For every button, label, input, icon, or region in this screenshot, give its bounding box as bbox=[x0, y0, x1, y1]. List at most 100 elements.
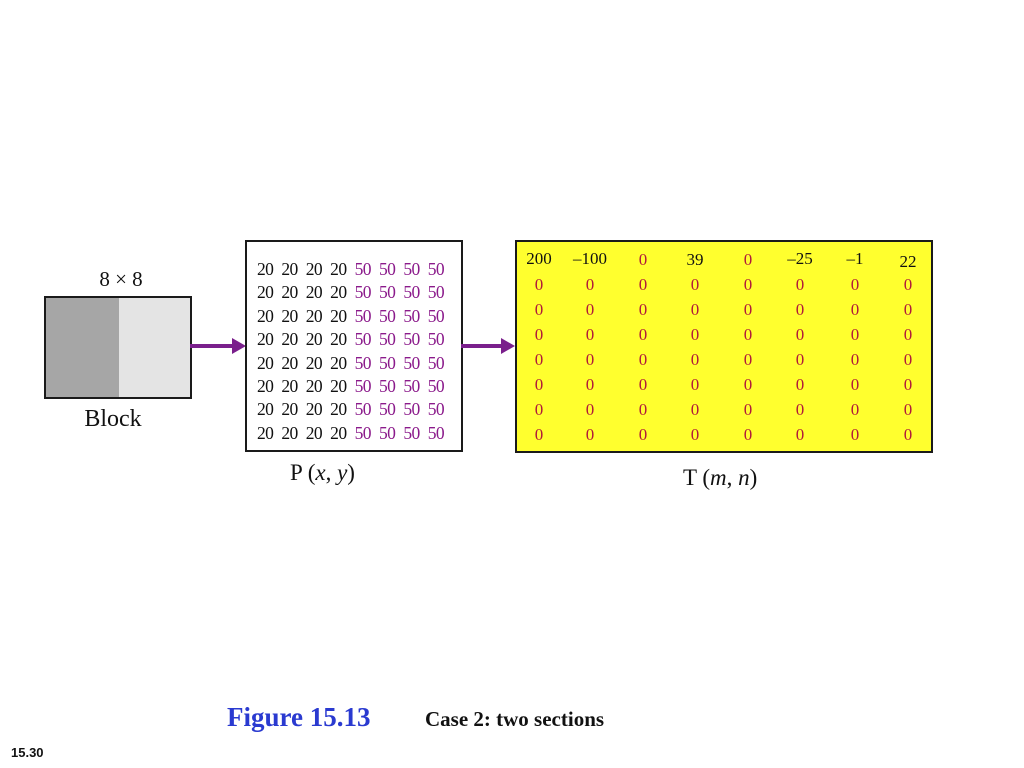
p-matrix-cell: 50 bbox=[378, 352, 396, 373]
p-matrix-cell: 20 bbox=[281, 329, 298, 350]
figure-number: Figure 15.13 bbox=[227, 702, 371, 732]
p-label-suffix: ) bbox=[347, 460, 355, 485]
t-label-sep: , bbox=[726, 465, 739, 490]
t-label-suffix: ) bbox=[749, 465, 758, 490]
p-matrix-cell: 50 bbox=[403, 282, 420, 303]
p-matrix-cell: 50 bbox=[354, 329, 372, 350]
p-matrix-cell: 50 bbox=[354, 399, 372, 420]
t-matrix-cell: 0 bbox=[585, 425, 595, 444]
p-matrix-cell: 20 bbox=[330, 399, 347, 420]
p-matrix-cell: 50 bbox=[403, 329, 420, 350]
p-matrix-cell: 20 bbox=[257, 329, 274, 350]
t-matrix-cell: 0 bbox=[638, 300, 648, 319]
t-matrix-cell: 0 bbox=[795, 425, 805, 444]
t-matrix-cell: 0 bbox=[795, 275, 805, 294]
t-matrix-cell: 0 bbox=[850, 375, 860, 394]
arrow-p-to-t bbox=[461, 338, 515, 354]
p-matrix-cell: 50 bbox=[354, 375, 372, 396]
t-label-m: m bbox=[710, 465, 727, 490]
t-matrix-cell: 0 bbox=[850, 300, 860, 319]
t-matrix-label: T (m, n) bbox=[683, 465, 793, 491]
p-matrix-cell: 50 bbox=[378, 259, 396, 279]
t-matrix-cell: 0 bbox=[534, 425, 544, 444]
p-matrix-cell: 20 bbox=[257, 399, 274, 420]
t-matrix-cell: 0 bbox=[743, 250, 753, 269]
t-matrix-cell: 0 bbox=[585, 375, 595, 394]
t-matrix-cell: 0 bbox=[638, 400, 648, 419]
p-matrix-cell: 50 bbox=[427, 399, 445, 420]
p-matrix-cell: 50 bbox=[427, 329, 445, 350]
t-matrix-cell: 39 bbox=[686, 250, 704, 269]
t-matrix-cell: –100 bbox=[573, 249, 607, 268]
p-matrix-cell: 20 bbox=[305, 422, 323, 443]
p-matrix-cell: 50 bbox=[378, 305, 396, 326]
p-matrix-cell: 20 bbox=[257, 375, 274, 396]
t-matrix-cell: 0 bbox=[585, 275, 595, 294]
p-matrix-cell: 50 bbox=[354, 259, 372, 279]
p-matrix-cell: 50 bbox=[354, 352, 372, 373]
t-matrix-cell: 0 bbox=[534, 350, 544, 369]
block-light-section bbox=[119, 298, 190, 397]
p-matrix-cell: 20 bbox=[330, 375, 347, 396]
p-matrix-cell: 20 bbox=[305, 305, 323, 326]
p-matrix-cell: 20 bbox=[305, 282, 323, 303]
t-matrix-cell: 0 bbox=[638, 425, 648, 444]
block-size-label: 8 × 8 bbox=[99, 267, 143, 291]
p-matrix-cell: 20 bbox=[257, 282, 274, 303]
t-matrix-cell: 0 bbox=[534, 400, 544, 419]
p-matrix-cell: 20 bbox=[281, 422, 298, 443]
p-matrix-cell: 50 bbox=[354, 305, 372, 326]
p-matrix-cell: 50 bbox=[403, 375, 420, 396]
p-matrix-cell: 20 bbox=[257, 422, 274, 443]
t-matrix-cell: 0 bbox=[903, 300, 913, 319]
p-matrix-cell: 20 bbox=[281, 399, 298, 420]
p-matrix-cell: 20 bbox=[305, 375, 323, 396]
t-matrix-cell: 200 bbox=[526, 249, 552, 268]
t-matrix-cell: 0 bbox=[638, 350, 648, 369]
t-matrix-cell: 0 bbox=[743, 400, 753, 419]
p-matrix-cell: 20 bbox=[257, 305, 274, 326]
p-label-sep: , bbox=[325, 460, 338, 485]
t-matrix-cell: 0 bbox=[903, 275, 913, 294]
p-matrix-cell: 50 bbox=[427, 282, 445, 303]
t-matrix-cell: 0 bbox=[638, 375, 648, 394]
p-matrix-cell: 20 bbox=[281, 282, 298, 303]
p-matrix-cell: 50 bbox=[403, 352, 420, 373]
p-matrix-cell: 20 bbox=[330, 259, 347, 279]
t-matrix-cell: 0 bbox=[850, 350, 860, 369]
arrow-block-to-p bbox=[190, 338, 246, 354]
p-matrix-cell: 50 bbox=[354, 422, 372, 443]
p-matrix-cell: 20 bbox=[330, 282, 347, 303]
t-matrix-cell: 0 bbox=[903, 400, 913, 419]
p-matrix-cell: 50 bbox=[427, 259, 445, 279]
p-matrix-cell: 20 bbox=[330, 422, 347, 443]
t-matrix-cell: 0 bbox=[534, 300, 544, 319]
t-matrix-cell: 0 bbox=[850, 425, 860, 444]
p-matrix-cell: 50 bbox=[403, 305, 420, 326]
p-matrix-cell: 50 bbox=[378, 375, 396, 396]
t-matrix-cell: 0 bbox=[534, 275, 544, 294]
t-matrix-cell: 0 bbox=[795, 400, 805, 419]
p-matrix-cell: 50 bbox=[354, 282, 372, 303]
p-matrix-cell: 20 bbox=[305, 399, 323, 420]
t-matrix-cell: 0 bbox=[690, 300, 700, 319]
slide-number: 15.30 bbox=[11, 745, 44, 760]
t-matrix-cell: –25 bbox=[787, 249, 813, 268]
t-matrix-cell: 0 bbox=[690, 350, 700, 369]
p-matrix-cell: 20 bbox=[305, 259, 323, 279]
t-matrix-cell: 0 bbox=[585, 350, 595, 369]
p-matrix-cell: 20 bbox=[281, 305, 298, 326]
p-matrix-cell: 20 bbox=[330, 329, 347, 350]
t-matrix-cell: 0 bbox=[743, 300, 753, 319]
p-matrix-cell: 50 bbox=[403, 259, 420, 279]
p-label-x: x bbox=[315, 460, 326, 485]
block-label: Block bbox=[84, 406, 142, 432]
